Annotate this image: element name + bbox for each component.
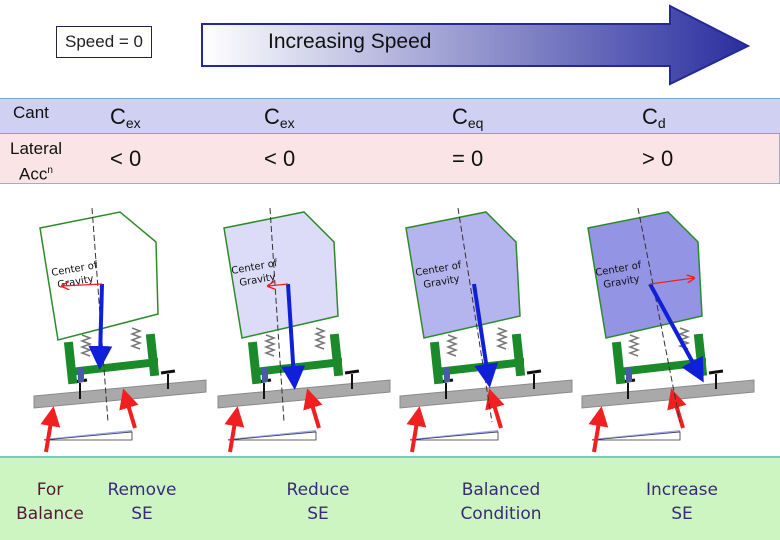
result-col4-line1: Increase <box>646 480 718 500</box>
lateral-label-line1: Lateral <box>10 139 62 158</box>
speed-zero-label: Speed = 0 <box>65 32 143 51</box>
diagram-panel-1: Center of Gravity <box>34 207 206 452</box>
cant-row-label: Cant <box>13 103 49 122</box>
result-col2-line2: SE <box>307 504 329 524</box>
result-col1: Remove SE <box>96 478 188 526</box>
cant-value-col4: Cd <box>642 104 666 131</box>
cant-value-col2: Cex <box>264 104 295 131</box>
diagram-panel-2: Center of Gravity <box>218 207 390 452</box>
result-col3-line1: Balanced <box>461 480 541 500</box>
cant-row <box>0 98 780 134</box>
result-col4: Increase SE <box>634 478 730 526</box>
result-col3-line2: Condition <box>460 504 542 524</box>
result-col4-line2: SE <box>671 504 693 524</box>
lateral-value-col2: < 0 <box>264 146 296 171</box>
for-balance-label: For Balance <box>12 478 88 526</box>
result-col2-line1: Reduce <box>286 480 350 500</box>
cant-value-col1: Cex <box>110 104 141 131</box>
lateral-acceleration-label: Lateral Accn <box>6 138 66 186</box>
for-balance-line1: For <box>36 480 64 500</box>
lateral-value-col4: > 0 <box>642 146 674 171</box>
result-col1-line2: SE <box>131 504 153 524</box>
diagram-panel-3: Center of Gravity <box>400 207 572 452</box>
increasing-speed-label: Increasing Speed <box>268 30 432 53</box>
lateral-value-col3: = 0 <box>452 146 484 171</box>
cant-value-col3: Ceq <box>452 104 484 131</box>
for-balance-row <box>0 456 780 540</box>
lateral-label-line2: Accn <box>19 164 53 184</box>
vehicle-cant-diagrams: Center of Gravity Center of Gravity Cent… <box>0 207 780 456</box>
lateral-value-col1: < 0 <box>110 146 142 171</box>
lateral-acceleration-row <box>0 134 780 184</box>
for-balance-line2: Balance <box>16 504 84 524</box>
diagram-panel-4: Center of Gravity <box>582 207 754 452</box>
result-col1-line1: Remove <box>107 480 177 500</box>
increasing-speed-arrow <box>201 4 751 86</box>
result-col2: Reduce SE <box>272 478 364 526</box>
speed-zero-box: Speed = 0 <box>56 26 152 58</box>
result-col3: Balanced Condition <box>448 478 554 526</box>
